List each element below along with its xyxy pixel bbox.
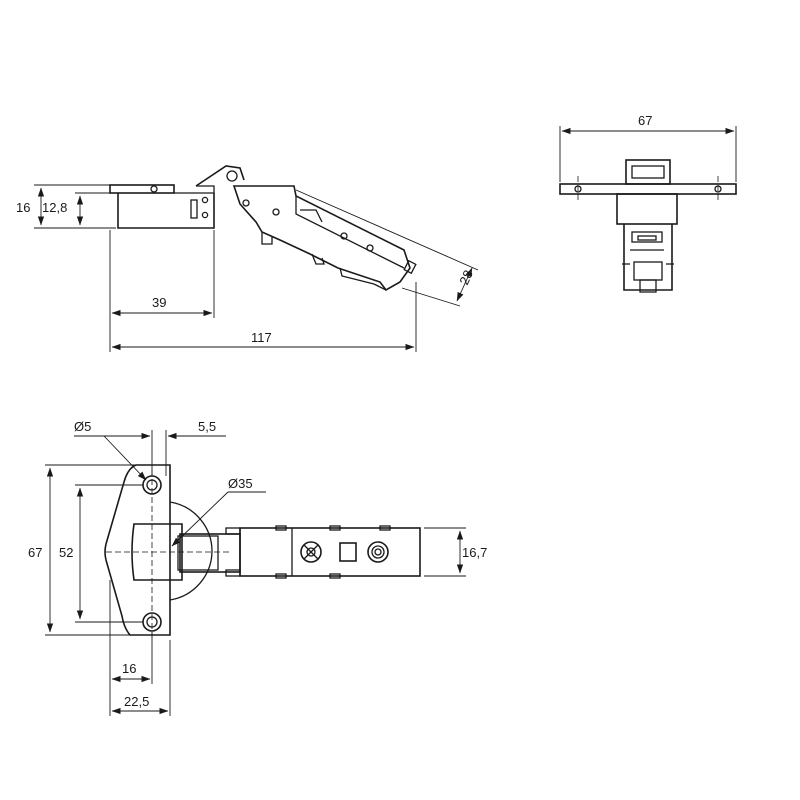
dim-plan-hole-x: 16 [122, 661, 136, 676]
dim-side-length-total: 117 [251, 330, 272, 345]
front-view: 67 [559, 113, 737, 293]
dim-side-plate-height: 12,8 [42, 200, 67, 215]
dim-side-arm-height: 28 [456, 268, 476, 287]
dim-plan-hole-dia: Ø5 [74, 419, 91, 434]
dim-plan-hole-offset: 5,5 [198, 419, 216, 434]
dim-plan-plate-width: 22,5 [124, 694, 149, 709]
dim-side-cup-offset: 39 [152, 295, 166, 310]
plan-view: Ø5 5,5 Ø35 67 52 16,7 16 22,5 [28, 419, 487, 716]
dim-plan-arm-width: 16,7 [462, 545, 487, 560]
dim-plan-plate-height: 67 [28, 545, 42, 560]
dim-plan-cup-dia: Ø35 [228, 476, 253, 491]
dim-front-plate-width: 67 [638, 113, 652, 128]
side-view: 16 12,8 39 117 28 [16, 165, 479, 352]
dim-side-height-total: 16 [16, 200, 30, 215]
dim-plan-hole-spacing: 52 [59, 545, 73, 560]
